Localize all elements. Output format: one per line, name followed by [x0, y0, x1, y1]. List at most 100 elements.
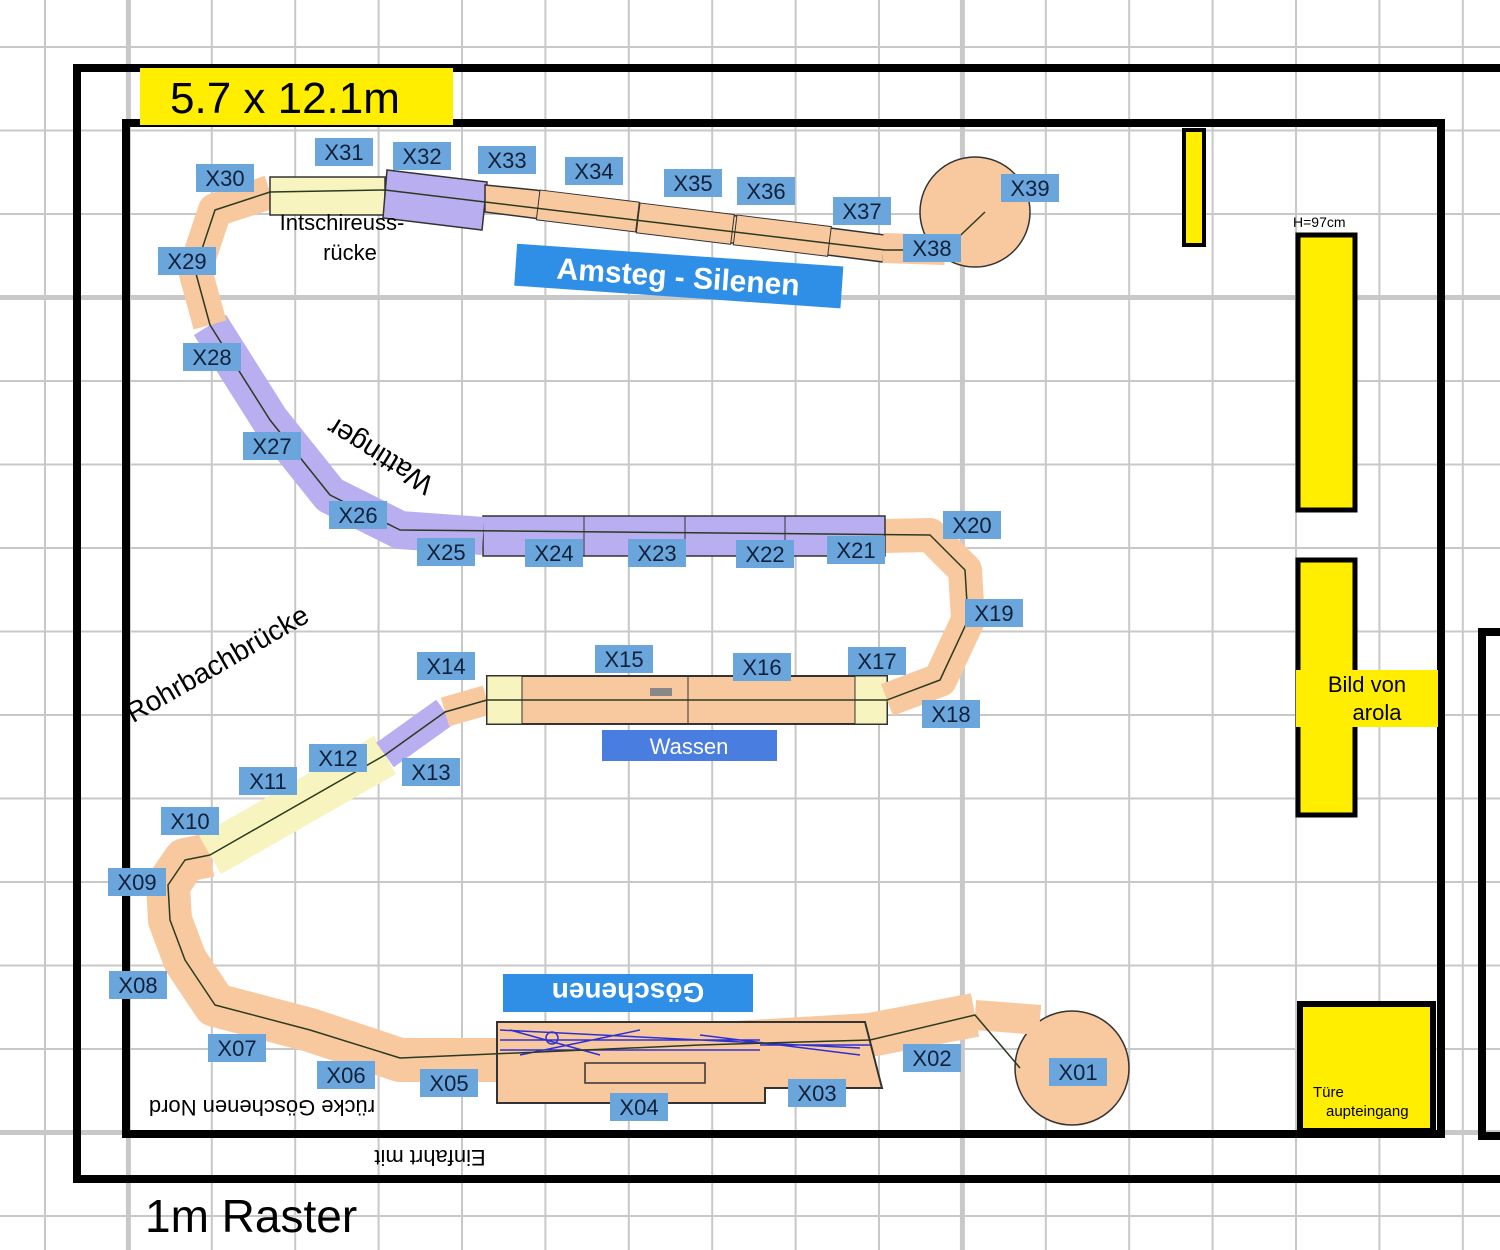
- section-label-box: [903, 234, 961, 262]
- section-label: X27: [243, 432, 301, 460]
- feature-einfahrt-1: Einfahrt mit: [374, 1145, 485, 1170]
- section-label-box: [161, 807, 219, 835]
- bridge-name-intschi-1: Intschireuss-: [280, 210, 405, 235]
- section-label-box: [329, 501, 387, 529]
- section-label-text: X31: [324, 140, 363, 165]
- section-label: X18: [922, 700, 980, 728]
- section-label-text: X10: [170, 809, 209, 834]
- section-label-text: X01: [1058, 1060, 1097, 1085]
- section-label: X14: [417, 652, 475, 680]
- section-label: X06: [317, 1061, 375, 1089]
- section-label-text: X03: [797, 1081, 836, 1106]
- section-label-text: X32: [402, 144, 441, 169]
- section-label: X39: [1001, 174, 1059, 202]
- section-label-text: X33: [487, 148, 526, 173]
- section-label-box: [417, 652, 475, 680]
- section-label-box: [1049, 1058, 1107, 1086]
- section-label-text: X15: [604, 647, 643, 672]
- section-label-text: X02: [912, 1046, 951, 1071]
- section-label-box: [903, 1044, 961, 1072]
- station-banner-amsteg: [514, 243, 844, 309]
- section-label: X03: [788, 1079, 846, 1107]
- section-label-box: [525, 539, 583, 567]
- section-label-text: X28: [192, 345, 231, 370]
- section-label-text: X05: [429, 1071, 468, 1096]
- section-label: X26: [329, 501, 387, 529]
- section-label: X01: [1049, 1058, 1107, 1086]
- yellow-post: [1182, 128, 1206, 247]
- section-label-text: X11: [249, 769, 287, 794]
- section-label-text: X19: [974, 601, 1013, 626]
- section-label-text: X07: [217, 1036, 256, 1061]
- section-label-box: [309, 744, 367, 772]
- section-label-box: [208, 1034, 266, 1062]
- section-label: X24: [525, 539, 583, 567]
- section-label: X11: [239, 767, 297, 795]
- section-label-box: [478, 146, 536, 174]
- section-label-text: X06: [326, 1063, 365, 1088]
- section-label-box: [848, 647, 906, 675]
- section-label: X25: [417, 538, 475, 566]
- section-label-text: X23: [637, 541, 676, 566]
- section-label-box: [788, 1079, 846, 1107]
- section-label-box: [239, 767, 297, 795]
- section-label-box: [1001, 174, 1059, 202]
- section-label: X15: [595, 645, 653, 673]
- section-label-text: X18: [931, 702, 970, 727]
- station-name-goeschenen: Göschenen: [552, 977, 704, 1008]
- section-label-text: X22: [745, 542, 784, 567]
- section-label-text: X35: [673, 171, 712, 196]
- section-label-box: [610, 1093, 668, 1121]
- section-label-text: X21: [836, 538, 875, 563]
- section-label: X09: [108, 868, 166, 896]
- section-labels: X01X02X03X04X05X06X07X08X09X10X11X12X13X…: [108, 138, 1107, 1121]
- height-note: H=97cm: [1293, 214, 1346, 230]
- section-label-text: X16: [742, 655, 781, 680]
- door-main-entrance: [1297, 1001, 1436, 1134]
- track-layout: [146, 156, 1130, 1126]
- section-label: X07: [208, 1034, 266, 1062]
- section-label-text: X36: [746, 179, 785, 204]
- section-label-box: [737, 177, 795, 205]
- section-label-box: [417, 538, 475, 566]
- section-label: X30: [196, 164, 254, 192]
- section-label-box: [565, 157, 623, 185]
- section-label-box: [108, 868, 166, 896]
- section-label: X12: [309, 744, 367, 772]
- picture-line1: Bild von: [1328, 672, 1406, 697]
- section-label-text: X14: [426, 654, 465, 679]
- section-label-box: [736, 540, 794, 568]
- section-label-text: X29: [167, 249, 206, 274]
- section-label: X33: [478, 146, 536, 174]
- section-label: X04: [610, 1093, 668, 1121]
- section-label-box: [595, 645, 653, 673]
- picture-label: [1296, 670, 1438, 727]
- section-label-box: [922, 700, 980, 728]
- section-label-box: [109, 971, 167, 999]
- section-label: X22: [736, 540, 794, 568]
- section-label-text: X38: [912, 236, 951, 261]
- section-label: X02: [903, 1044, 961, 1072]
- section-label: X28: [183, 343, 241, 371]
- section-label-text: X30: [205, 166, 244, 191]
- section-label-text: X25: [426, 540, 465, 565]
- section-label-box: [196, 164, 254, 192]
- section-label-text: X26: [338, 503, 377, 528]
- section-label: X05: [420, 1069, 478, 1097]
- section-label-text: X37: [842, 199, 881, 224]
- bridge-name-rohrbach: Rohrbachbrücke: [121, 599, 314, 729]
- cabinet-1: [1295, 232, 1358, 513]
- station-name-wassen: Wassen: [650, 734, 729, 759]
- section-label-text: X24: [534, 541, 573, 566]
- section-label-box: [315, 138, 373, 166]
- section-label-box: [733, 653, 791, 681]
- station-banner-wassen: [602, 730, 777, 761]
- section-label-box: [183, 343, 241, 371]
- section-label: X13: [402, 758, 460, 786]
- section-label: X10: [161, 807, 219, 835]
- section-label: X37: [833, 197, 891, 225]
- section-label-box: [965, 599, 1023, 627]
- section-label: X16: [733, 653, 791, 681]
- section-label-text: X04: [619, 1095, 658, 1120]
- section-label: X31: [315, 138, 373, 166]
